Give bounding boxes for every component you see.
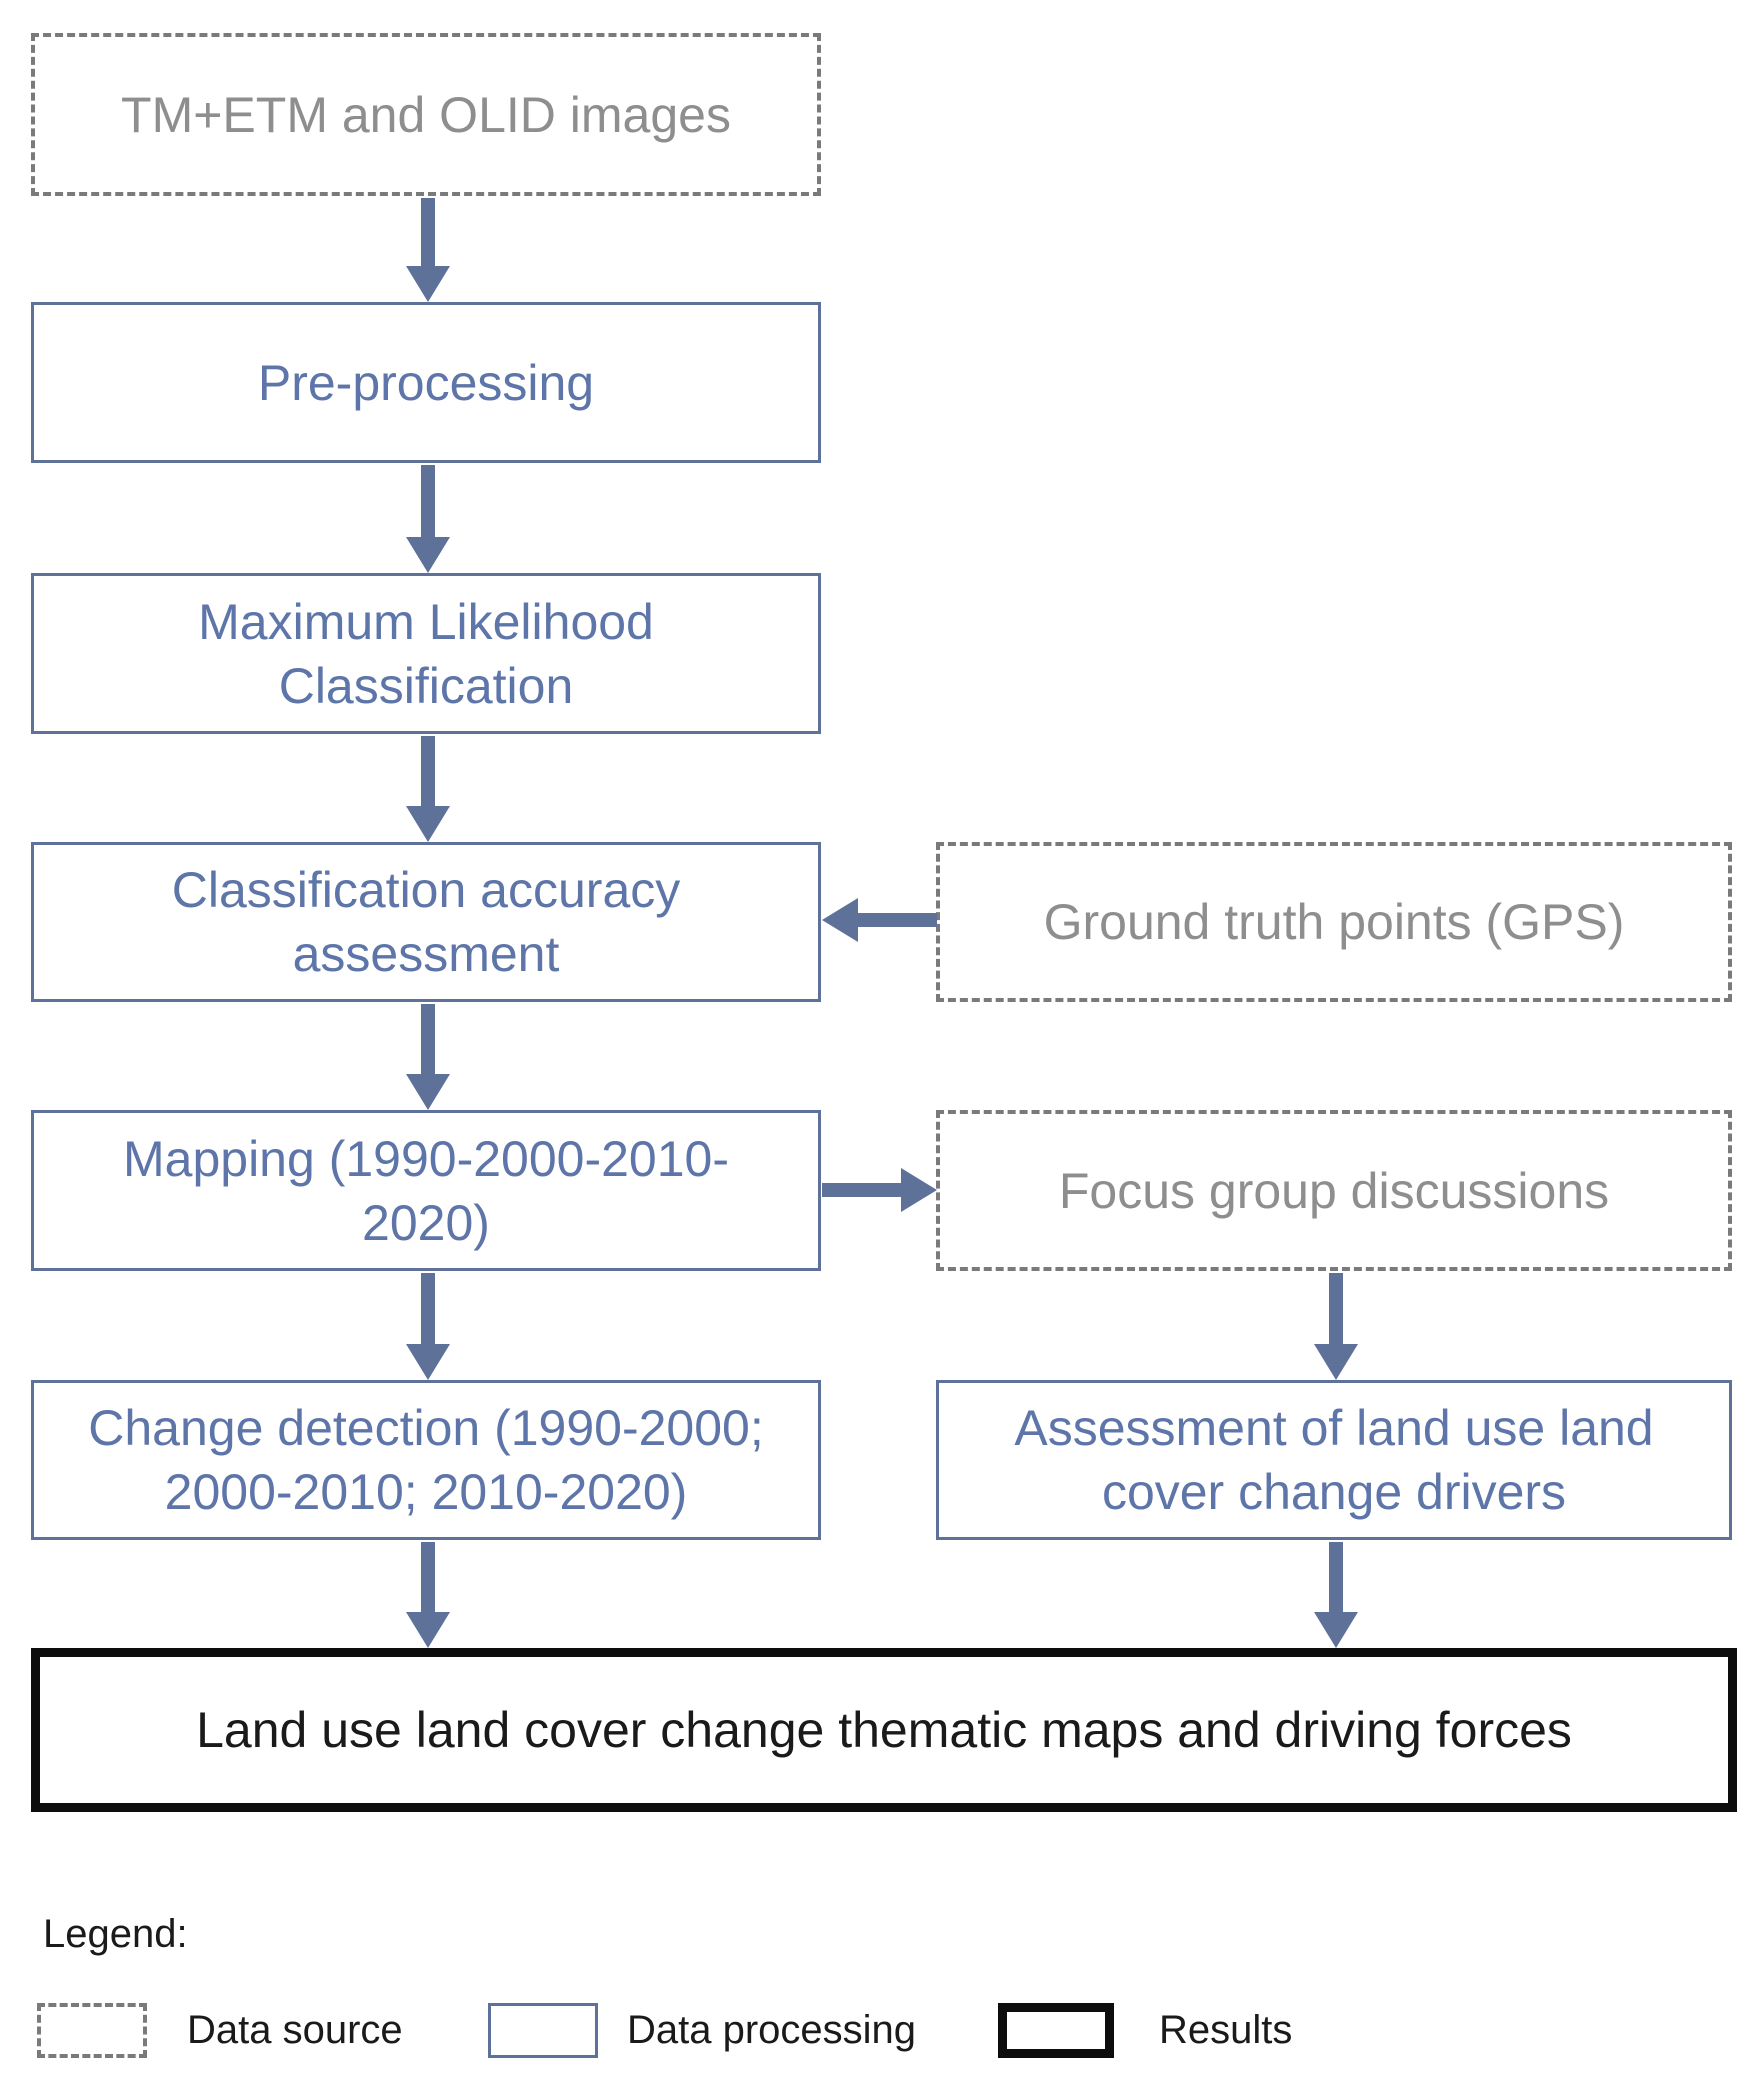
node-drivers-assessment: Assessment of land use land cover change…: [936, 1380, 1732, 1540]
arrow-down-mapping-to-change-detection-icon: [406, 1273, 450, 1380]
legend-label-data-source: Data source: [187, 2008, 403, 2052]
node-change-detection: Change detection (1990-2000; 2000-2010; …: [31, 1380, 821, 1540]
node-label: TM+ETM and OLID images: [121, 86, 731, 143]
legend-title: Legend:: [43, 1912, 188, 1956]
node-label: Assessment of land use land cover change…: [1014, 1400, 1654, 1520]
arrow-down-preprocessing-to-mlc-icon: [406, 465, 450, 573]
arrow-right-mapping-to-focus-groups-icon: [822, 1168, 937, 1212]
node-label: Classification accuracy assessment: [171, 862, 681, 982]
node-label: Focus group discussions: [1058, 1162, 1610, 1219]
node-label: Change detection (1990-2000; 2000-2010; …: [88, 1400, 764, 1520]
arrow-down-accuracy-to-mapping-icon: [406, 1004, 450, 1110]
arrow-down-source-to-preprocessing-icon: [406, 198, 450, 302]
node-results: Land use land cover change thematic maps…: [31, 1648, 1737, 1812]
legend-swatch-data-source: [37, 2003, 147, 2058]
node-tm-etm-olid-images: TM+ETM and OLID images: [31, 33, 821, 196]
legend-label-results: Results: [1159, 2008, 1293, 2052]
legend-swatch-data-processing: [488, 2003, 598, 2058]
node-maximum-likelihood-classification: Maximum Likelihood Classification: [31, 573, 821, 734]
node-label: Land use land cover change thematic maps…: [196, 1702, 1572, 1758]
legend-swatch-results: [998, 2003, 1114, 2058]
arrow-down-focus-groups-to-drivers-icon: [1314, 1273, 1358, 1380]
node-focus-group-discussions: Focus group discussions: [936, 1110, 1732, 1271]
node-mapping: Mapping (1990-2000-2010-2020): [31, 1110, 821, 1271]
arrow-down-mlc-to-accuracy-icon: [406, 736, 450, 842]
node-label: Pre-processing: [257, 354, 595, 411]
node-label: Mapping (1990-2000-2010-2020): [123, 1130, 729, 1251]
node-classification-accuracy-assessment: Classification accuracy assessment: [31, 842, 821, 1002]
node-label: Ground truth points (GPS): [1043, 894, 1625, 950]
arrow-left-gps-to-accuracy-icon: [822, 898, 937, 942]
node-label: Maximum Likelihood Classification: [198, 593, 654, 714]
arrow-down-change-detection-to-results-icon: [406, 1542, 450, 1648]
node-pre-processing: Pre-processing: [31, 302, 821, 463]
arrow-down-drivers-to-results-icon: [1314, 1542, 1358, 1648]
legend-label-data-processing: Data processing: [627, 2008, 917, 2052]
node-ground-truth-points: Ground truth points (GPS): [936, 842, 1732, 1002]
